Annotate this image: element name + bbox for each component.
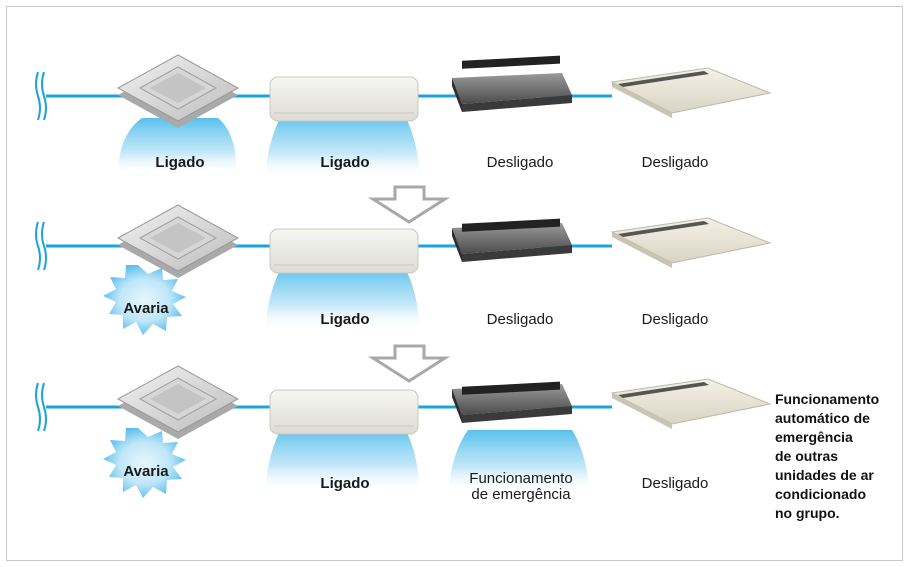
cassette-unit <box>116 54 240 128</box>
airflow-glow <box>265 427 420 492</box>
supply-wave-icon <box>35 382 47 432</box>
supply-wave-icon <box>35 71 47 121</box>
airflow-glow <box>448 430 590 492</box>
status-label: Desligado <box>486 311 554 328</box>
status-label: Ligado <box>320 154 370 171</box>
row-3 <box>35 365 772 498</box>
status-label: Ligado <box>320 475 370 492</box>
ceiling-unit <box>610 378 772 429</box>
cassette-unit <box>116 204 240 278</box>
status-label: Desligado <box>641 475 709 492</box>
status-label: Ligado <box>155 154 205 171</box>
wall-unit <box>269 389 419 435</box>
status-label: Ligado <box>320 311 370 328</box>
fault-label: Avaria <box>123 300 169 317</box>
duct-unit <box>452 218 572 262</box>
fault-burst-icon <box>103 428 186 498</box>
row-1 <box>35 54 772 178</box>
down-arrow-icon <box>367 344 451 383</box>
down-arrow-icon <box>367 185 451 224</box>
status-label: Desligado <box>486 154 554 171</box>
wall-unit <box>269 76 419 122</box>
cassette-unit <box>116 365 240 439</box>
row-2 <box>35 204 772 335</box>
airflow-glow <box>265 266 420 330</box>
airflow-glow <box>265 114 420 178</box>
duct-unit <box>452 55 572 112</box>
supply-wave-icon <box>35 221 47 271</box>
fault-burst-icon <box>103 265 186 335</box>
ceiling-unit <box>610 217 772 268</box>
fault-label: Avaria <box>123 463 169 480</box>
wall-unit <box>269 228 419 274</box>
status-label: Desligado <box>641 311 709 328</box>
status-label: Desligado <box>641 154 709 171</box>
ceiling-unit <box>610 67 772 118</box>
airflow-glow <box>118 118 237 175</box>
duct-unit <box>452 381 572 423</box>
